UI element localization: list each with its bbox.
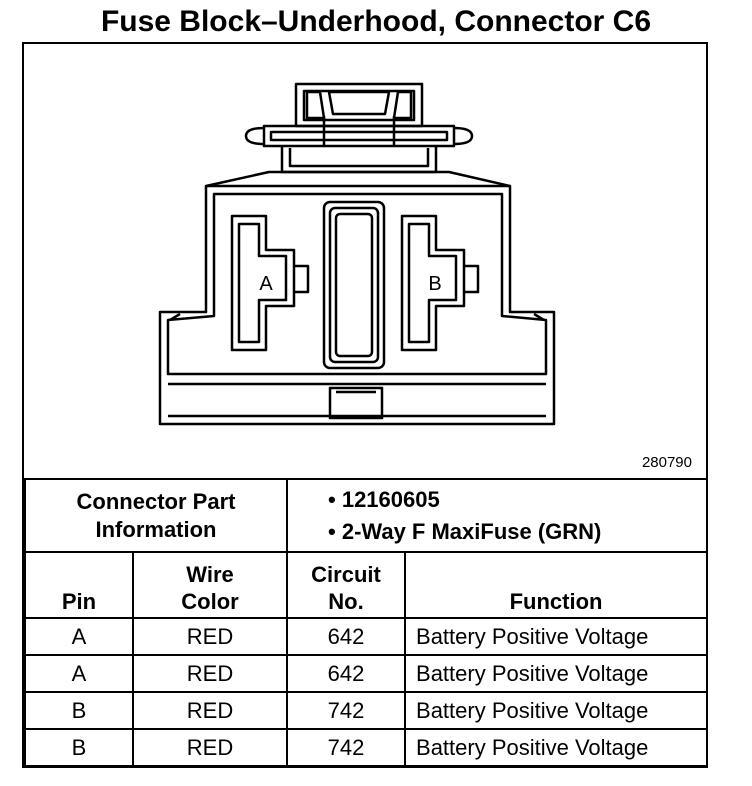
connector-body [158,170,556,426]
function-cell: Battery Positive Voltage [404,654,709,693]
pin-cell: A [24,654,134,693]
cavity-a-label: A [259,273,273,295]
table-row: A RED 642 Battery Positive Voltage [24,654,709,693]
part-info-list: • 12160605 • 2-Way F MaxiFuse (GRN) [286,478,709,553]
center-rib [322,200,386,370]
connector-latch [244,82,474,174]
function-cell: Battery Positive Voltage [404,691,709,730]
cavity-b [400,214,480,352]
table-row: B RED 742 Battery Positive Voltage [24,728,709,767]
wire-color-cell: RED [131,654,289,693]
connector-info-table: Connector Part Information • 12160605 • … [23,478,709,767]
pin-cell: B [24,691,134,730]
header-pin: Pin [24,551,134,619]
part-description: • 2-Way F MaxiFuse (GRN) [328,518,602,544]
circuit-cell: 642 [286,654,407,693]
circuit-cell: 742 [286,728,407,767]
connector-diagram: A B 280790 [24,44,706,478]
header-wire-color: Wire Color [131,551,289,619]
table-header-row: Pin Wire Color Circuit No. Function [24,551,709,619]
part-info-row: Connector Part Information • 12160605 • … [23,478,709,553]
table-row: B RED 742 Battery Positive Voltage [24,691,709,730]
connector-face-drawing: A B [158,82,556,426]
wire-color-cell: RED [131,617,289,656]
wire-color-cell: RED [131,728,289,767]
header-function: Function [404,551,709,619]
connector-frame: A B 280790 Connector Part Information • … [22,42,709,768]
pin-cell: A [24,617,134,656]
page-title: Fuse Block–Underhood, Connector C6 [100,5,652,38]
circuit-cell: 642 [286,617,407,656]
header-circuit: Circuit No. [286,551,407,619]
cavity-b-label: B [428,273,441,295]
function-cell: Battery Positive Voltage [404,617,709,656]
table-row: A RED 642 Battery Positive Voltage [24,617,709,656]
wire-color-cell: RED [131,691,289,730]
figure-number: 280790 [641,454,692,471]
function-cell: Battery Positive Voltage [404,728,709,767]
part-info-label: Connector Part Information [23,478,289,553]
part-number: • 12160605 [328,486,440,512]
circuit-cell: 742 [286,691,407,730]
cavity-a [230,214,310,352]
pin-cell: B [24,728,134,767]
